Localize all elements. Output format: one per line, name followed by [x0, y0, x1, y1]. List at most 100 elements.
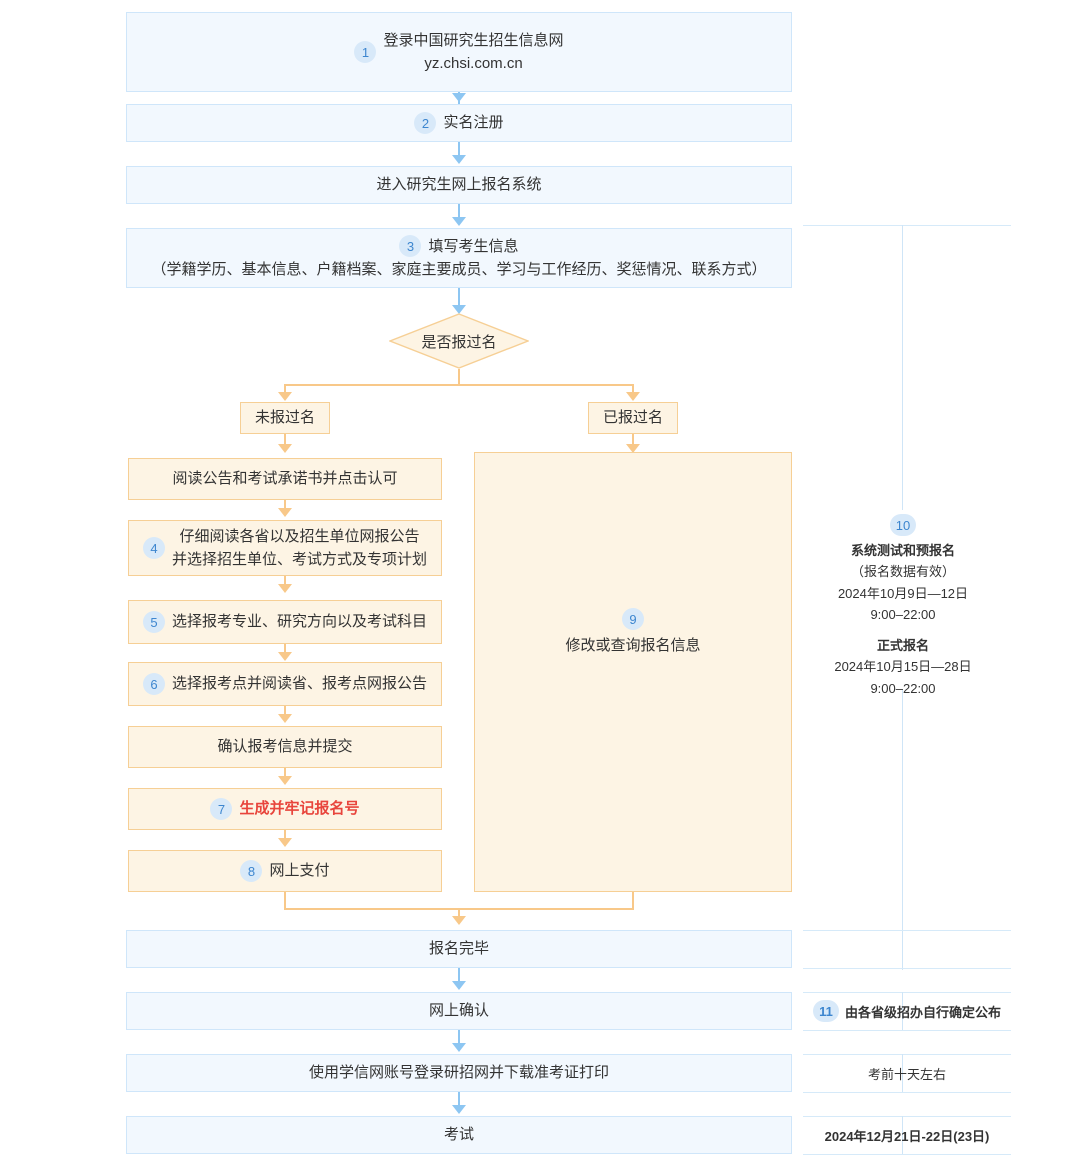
arrow-merge-to-done: [452, 916, 466, 925]
arrow-7-to-8: [278, 838, 292, 847]
node-step-5[interactable]: 5 选择报考专业、研究方向以及考试科目: [128, 600, 442, 644]
node-branch-registered-label: 已报过名: [602, 409, 663, 427]
sidebar-tick-confirm: [902, 992, 903, 1030]
node-download-ticket-label: 使用学信网账号登录研招网并下载准考证打印: [308, 1064, 609, 1082]
arrow-branch-yes-down: [626, 444, 640, 453]
sidebar-timeline-line-lower: [902, 690, 903, 970]
arrow-2-to-enter: [452, 155, 466, 164]
sidebar-rule-done-bottom: [803, 968, 1011, 969]
connector-6-to-confirm: [284, 706, 286, 718]
connector-confirm-to-7: [284, 768, 286, 780]
sidebar-schedule-badge-wrap: 10: [803, 514, 1003, 536]
connector-4-to-5: [284, 576, 286, 588]
connector-enter-to-3: [458, 204, 460, 220]
node-step-9[interactable]: 9 修改或查询报名信息: [474, 452, 792, 892]
node-step-3-content: 3 填写考生信息 （学籍学历、基本信息、户籍档案、家庭主要成员、学习与工作经历、…: [151, 235, 767, 282]
branch-left-drop: [284, 384, 286, 396]
sidebar-tick-exam: [902, 1116, 903, 1154]
node-step-1-line2: yz.chsi.com.cn: [424, 55, 523, 72]
connector-confirm-to-ticket: [458, 1030, 460, 1044]
step-number-badge: 1: [354, 41, 377, 63]
node-step-2[interactable]: 2 实名注册: [126, 104, 792, 142]
sidebar-schedule-pre-note: （报名数据有效）: [850, 564, 955, 580]
step-number-badge: 9: [622, 608, 644, 630]
step-number-badge: 5: [142, 611, 165, 633]
step-number-badge: 11: [812, 1000, 839, 1022]
arrow-ticket-to-exam: [452, 1105, 466, 1114]
node-step-8-content: 8 网上支付: [240, 859, 330, 882]
node-branch-not-registered[interactable]: 未报过名: [240, 402, 330, 434]
arrow-readnotice-to-4: [278, 508, 292, 517]
sidebar-rule-exam-top: [803, 1116, 1011, 1117]
arrow-3-to-decision: [452, 305, 466, 314]
node-decision-label: 是否报过名: [421, 333, 497, 351]
node-step-3-line1: 填写考生信息: [428, 237, 519, 255]
arrow-to-branch-yes: [626, 392, 640, 401]
sidebar-ticket-note: 考前十天左右: [803, 1054, 1011, 1092]
node-step-3[interactable]: 3 填写考生信息 （学籍学历、基本信息、户籍档案、家庭主要成员、学习与工作经历、…: [126, 228, 792, 288]
node-step-4-text: 仔细阅读各省以及招生单位网报公告 并选择招生单位、考试方式及专项计划: [172, 525, 427, 572]
arrow-6-to-confirm: [278, 714, 292, 723]
node-step-6-label: 选择报考点并阅读省、报考点网报公告: [171, 675, 427, 693]
node-step-4-line1: 仔细阅读各省以及招生单位网报公告: [179, 527, 420, 545]
node-registration-complete[interactable]: 报名完毕: [126, 930, 792, 968]
node-read-notice[interactable]: 阅读公告和考试承诺书并点击认可: [128, 458, 442, 500]
sidebar-rule-confirm-top: [803, 992, 1011, 993]
step-number-badge: 2: [414, 112, 437, 134]
decision-stem: [458, 369, 460, 385]
node-registration-complete-label: 报名完毕: [428, 940, 489, 958]
node-step-1-content: 1 登录中国研究生招生信息网 yz.chsi.com.cn: [354, 29, 564, 76]
node-step-4-line2: 并选择招生单位、考试方式及专项计划: [171, 551, 427, 568]
node-exam[interactable]: 考试: [126, 1116, 792, 1154]
sidebar-tick-ticket: [902, 1054, 903, 1092]
node-step-6-content: 6 选择报考点并阅读省、报考点网报公告: [142, 672, 427, 695]
node-read-notice-label: 阅读公告和考试承诺书并点击认可: [172, 470, 398, 488]
node-step-2-content: 2 实名注册: [414, 111, 504, 134]
node-step-8-label: 网上支付: [269, 862, 330, 880]
sidebar-schedule-block: 10 系统测试和预报名 （报名数据有效） 2024年10月9日—12日 9:00…: [803, 514, 1003, 699]
node-step-5-label: 选择报考专业、研究方向以及考试科目: [171, 613, 427, 631]
node-confirm-submit-label: 确认报考信息并提交: [217, 738, 353, 756]
sidebar-rule-done-top: [803, 930, 1011, 931]
sidebar-schedule-pre-date: 2024年10月9日—12日: [837, 585, 969, 601]
connector-2-to-enter: [458, 142, 460, 156]
connector-ticket-to-exam: [458, 1092, 460, 1106]
node-step-4[interactable]: 4 仔细阅读各省以及招生单位网报公告 并选择招生单位、考试方式及专项计划: [128, 520, 442, 576]
step-number-badge: 7: [210, 798, 233, 820]
node-branch-registered[interactable]: 已报过名: [588, 402, 678, 434]
branch-right-drop: [632, 384, 634, 396]
node-step-3-line2: （学籍学历、基本信息、户籍档案、家庭主要成员、学习与工作经历、奖惩情况、联系方式…: [151, 261, 767, 278]
node-step-1[interactable]: 1 登录中国研究生招生信息网 yz.chsi.com.cn: [126, 12, 792, 92]
sidebar-confirm-note-label: 由各省级招办自行确定公布: [844, 1004, 1001, 1020]
node-confirm-submit[interactable]: 确认报考信息并提交: [128, 726, 442, 768]
node-step-6[interactable]: 6 选择报考点并阅读省、报考点网报公告: [128, 662, 442, 706]
sidebar-timeline-line-upper: [902, 225, 903, 510]
node-download-ticket[interactable]: 使用学信网账号登录研招网并下载准考证打印: [126, 1054, 792, 1092]
node-step-5-content: 5 选择报考专业、研究方向以及考试科目: [142, 610, 427, 633]
node-enter-system[interactable]: 进入研究生网上报名系统: [126, 166, 792, 204]
sidebar-rule-ticket-top: [803, 1054, 1011, 1055]
step-number-badge: 10: [890, 514, 916, 536]
merge-stem-left: [284, 892, 286, 910]
node-exam-label: 考试: [443, 1126, 474, 1144]
node-online-confirm[interactable]: 网上确认: [126, 992, 792, 1030]
node-step-1-text: 登录中国研究生招生信息网 yz.chsi.com.cn: [383, 29, 563, 76]
sidebar-schedule-pre-time: 9:00–22:00: [870, 607, 936, 623]
node-step-8[interactable]: 8 网上支付: [128, 850, 442, 892]
arrow-done-to-confirm: [452, 981, 466, 990]
node-step-7-label: 生成并牢记报名号: [239, 800, 360, 818]
node-branch-not-registered-label: 未报过名: [254, 409, 315, 427]
sidebar-schedule-formal-date: 2024年10月15日—28日: [834, 659, 972, 675]
arrow-to-branch-no: [278, 392, 292, 401]
arrow-branch-no-down: [278, 444, 292, 453]
diamond-shape: [389, 313, 529, 369]
node-step-2-label: 实名注册: [443, 114, 504, 132]
sidebar-rule-exam-bottom: [803, 1154, 1011, 1155]
node-step-7[interactable]: 7 生成并牢记报名号: [128, 788, 442, 830]
decision-split-bar: [284, 384, 634, 386]
sidebar-rule-top: [803, 225, 1011, 226]
sidebar-rule-confirm-bottom: [803, 1030, 1011, 1031]
sidebar-exam-note-label: 2024年12月21日-22日(23日): [824, 1128, 990, 1144]
node-decision-registered[interactable]: 是否报过名: [389, 313, 529, 369]
